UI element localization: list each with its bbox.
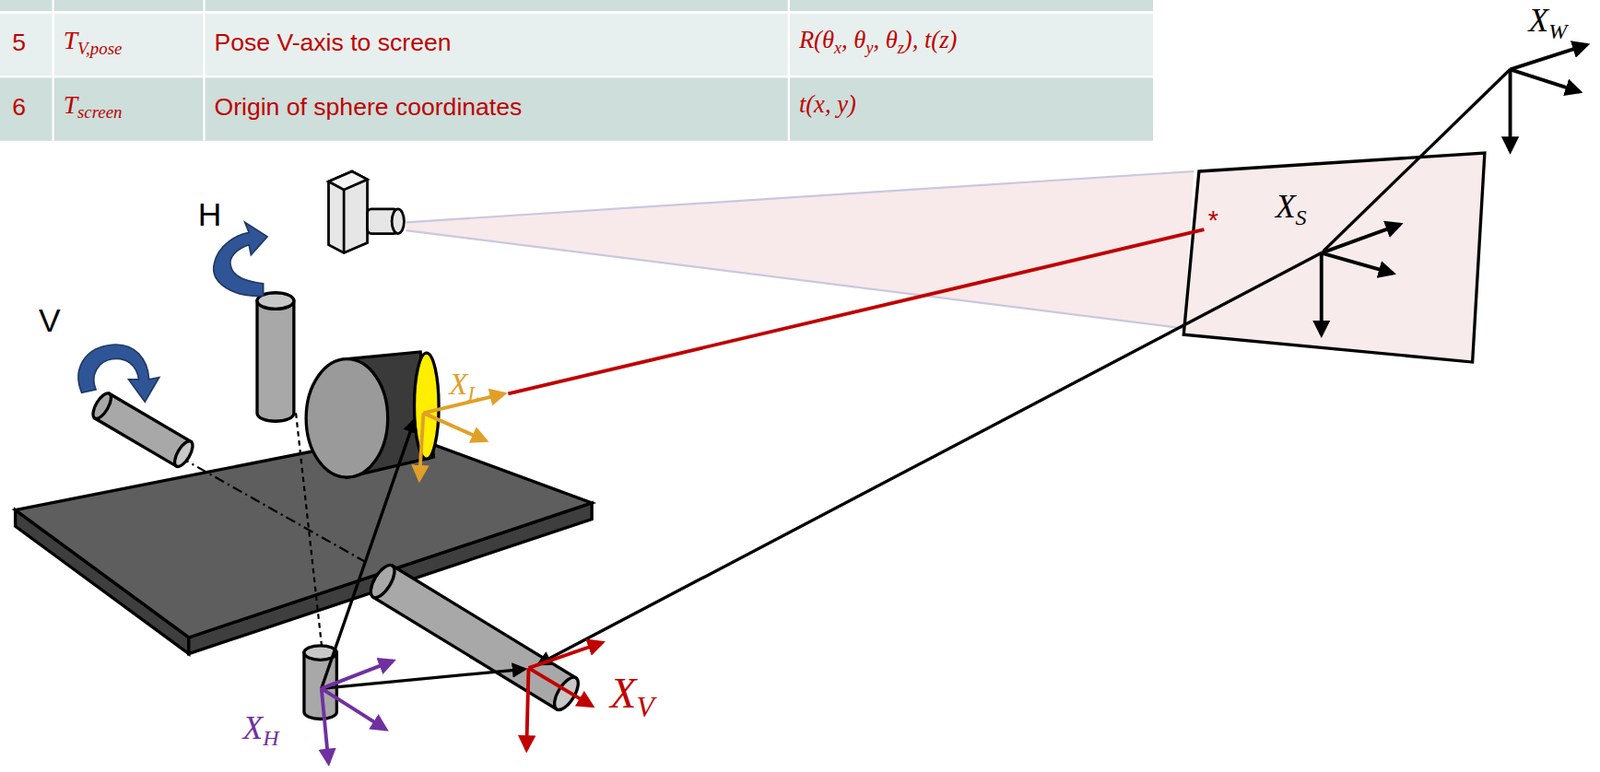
label-text: * (1208, 205, 1219, 236)
frame-l (419, 393, 505, 480)
label-text: T (63, 91, 78, 119)
subscript-text: H (262, 726, 279, 752)
label-text: t(x, y) (799, 91, 857, 118)
screen (1183, 152, 1485, 363)
table-cell: Origin of sphere coordinates (213, 93, 522, 122)
table-cell: 6 (11, 93, 26, 122)
subscript-text: y (865, 37, 873, 58)
frame-link (321, 69, 1511, 689)
platform (15, 434, 593, 655)
frame-label: XW (1528, 1, 1567, 45)
projection-cone (406, 171, 1195, 329)
label-text: Origin of sphere coordinates (213, 93, 522, 121)
label-text: , θ (841, 26, 866, 54)
laser-head (305, 352, 439, 478)
label-text: R(θ (799, 26, 835, 54)
label-text: H (198, 196, 223, 234)
subscript-text: W (1548, 18, 1567, 44)
subscript-text: x (834, 37, 842, 58)
axis-label: V (38, 302, 61, 341)
label-text: 6 (11, 93, 26, 121)
subscript-text: V,pose (77, 38, 122, 59)
h-axis-cylinder (257, 293, 295, 422)
projection-edge (406, 230, 1185, 329)
subscript-text: V (635, 691, 654, 723)
label-text: X (1528, 1, 1549, 39)
label-text: Pose V-axis to screen (213, 28, 451, 57)
label-text: , θ (872, 26, 897, 54)
v-axis-cylinder (89, 390, 197, 470)
subscript-text: L (467, 382, 480, 405)
label-text: T (63, 26, 78, 55)
frame-label: XH (242, 708, 279, 752)
table-cell: t(x, y) (799, 91, 857, 120)
label-text: ), t(z) (904, 26, 958, 54)
frame-h (321, 660, 393, 764)
label-text: X (242, 708, 263, 746)
projection-edge (406, 171, 1195, 223)
label-text: V (38, 302, 61, 340)
v-axis-shaft (365, 561, 583, 714)
camera (328, 171, 404, 254)
table (0, 0, 1153, 142)
label-text: 5 (11, 28, 26, 57)
table-cell: Pose V-axis to screen (213, 28, 451, 58)
laser-spot: * (1208, 206, 1219, 237)
table-cell: TV,pose (63, 26, 123, 59)
axis-label: H (198, 196, 223, 235)
label-text: X (448, 367, 468, 402)
subscript-text: z (897, 37, 905, 58)
frame-label: XV (610, 669, 655, 725)
table-cell: 5 (11, 28, 26, 58)
frame-v (526, 642, 602, 750)
label-text: X (1275, 188, 1296, 225)
table-cell: Tscreen (63, 91, 123, 124)
subscript-text: screen (77, 103, 122, 123)
frame-s (1321, 224, 1400, 336)
frame-label: XS (1275, 188, 1307, 231)
label-text: X (610, 670, 636, 718)
frame-w (1510, 45, 1588, 152)
table-cell: R(θx, θy, θz), t(z) (799, 26, 957, 59)
subscript-text: S (1295, 204, 1307, 230)
rotation-arrow (78, 222, 268, 402)
frame-label: XL (448, 367, 480, 408)
